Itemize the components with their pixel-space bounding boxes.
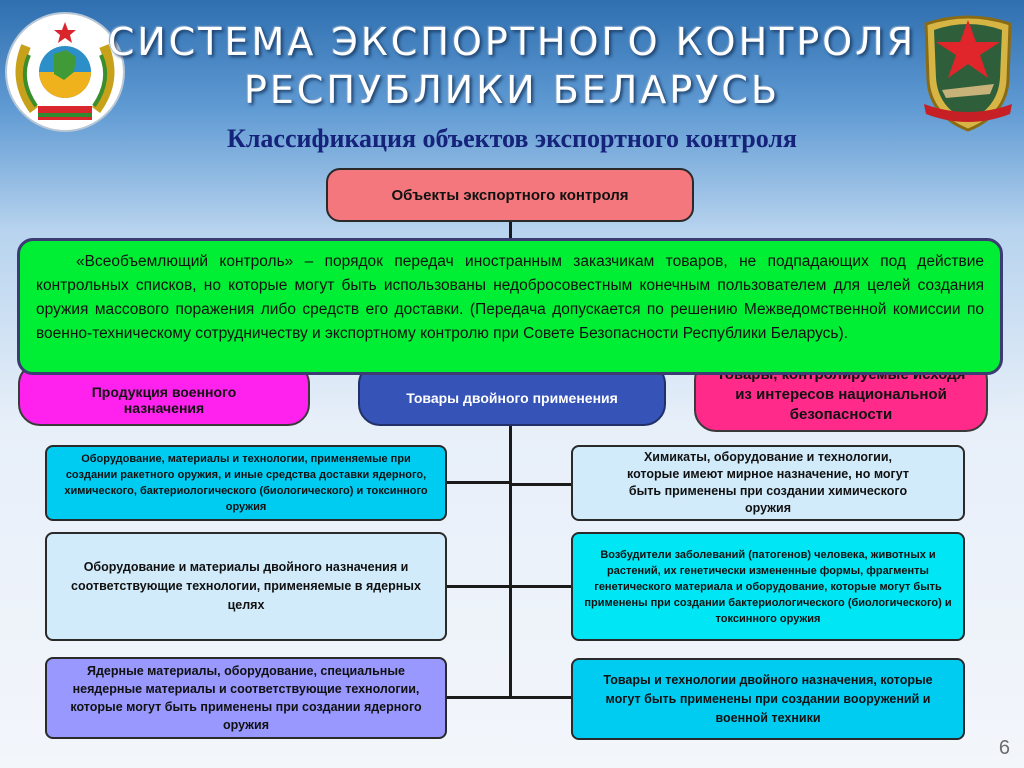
- connector-left-middle: [446, 585, 510, 588]
- comprehensive-control-callout: «Всеобъемлющий контроль» – порядок перед…: [17, 238, 1003, 375]
- right-box-pathogens-text: Возбудители заболеваний (патогенов) чело…: [584, 548, 952, 625]
- left-box-nuclear-weapons: Ядерные материалы, оборудование, специал…: [45, 657, 447, 739]
- root-export-control-objects: Объекты экспортного контроля: [326, 168, 694, 222]
- military-industry-emblem-icon: [918, 10, 1018, 134]
- left-box-missile-delivery-text: Оборудование, материалы и технологии, пр…: [64, 453, 428, 513]
- left-box-nuclear-dual-use: Оборудование и материалы двойного назнач…: [45, 532, 447, 641]
- left-box-nuclear-weapons-text: Ядерные материалы, оборудование, специал…: [70, 664, 422, 732]
- category-military-products-label: Продукция военного назначения: [91, 384, 237, 416]
- comprehensive-control-text: «Всеобъемлющий контроль» – порядок перед…: [36, 253, 984, 342]
- belarus-coat-of-arms-icon: [4, 10, 126, 134]
- category-dual-use-goods-label: Товары двойного применения: [406, 390, 618, 406]
- root-label: Объекты экспортного контроля: [391, 186, 629, 204]
- slide-subtitle: Классификация объектов экспортного контр…: [226, 124, 798, 153]
- connector-right-top: [510, 483, 572, 486]
- slide-title-line-2: РЕСПУБЛИКИ БЕЛАРУСЬ: [243, 68, 781, 112]
- right-box-chemical: Химикаты, оборудование и технологии, кот…: [571, 445, 965, 521]
- right-box-chemical-text: Химикаты, оборудование и технологии, кот…: [627, 450, 909, 515]
- connector-left-top: [446, 481, 510, 484]
- slide-title-line-1: СИСТЕМА ЭКСПОРТНОГО КОНТРОЛЯ: [107, 20, 917, 64]
- connector-trunk: [509, 222, 512, 698]
- right-box-weapons-military-equipment: Товары и технологии двойного назначения,…: [571, 658, 965, 740]
- right-box-weapons-military-equipment-text: Товары и технологии двойного назначения,…: [603, 672, 933, 725]
- connector-left-bottom: [446, 696, 510, 699]
- left-box-missile-delivery: Оборудование, материалы и технологии, пр…: [45, 445, 447, 521]
- right-box-pathogens: Возбудители заболеваний (патогенов) чело…: [571, 532, 965, 641]
- connector-right-bottom: [510, 696, 572, 699]
- page-number: 6: [998, 737, 1010, 759]
- connector-right-middle: [510, 585, 572, 588]
- left-box-nuclear-dual-use-text: Оборудование и материалы двойного назнач…: [71, 560, 421, 612]
